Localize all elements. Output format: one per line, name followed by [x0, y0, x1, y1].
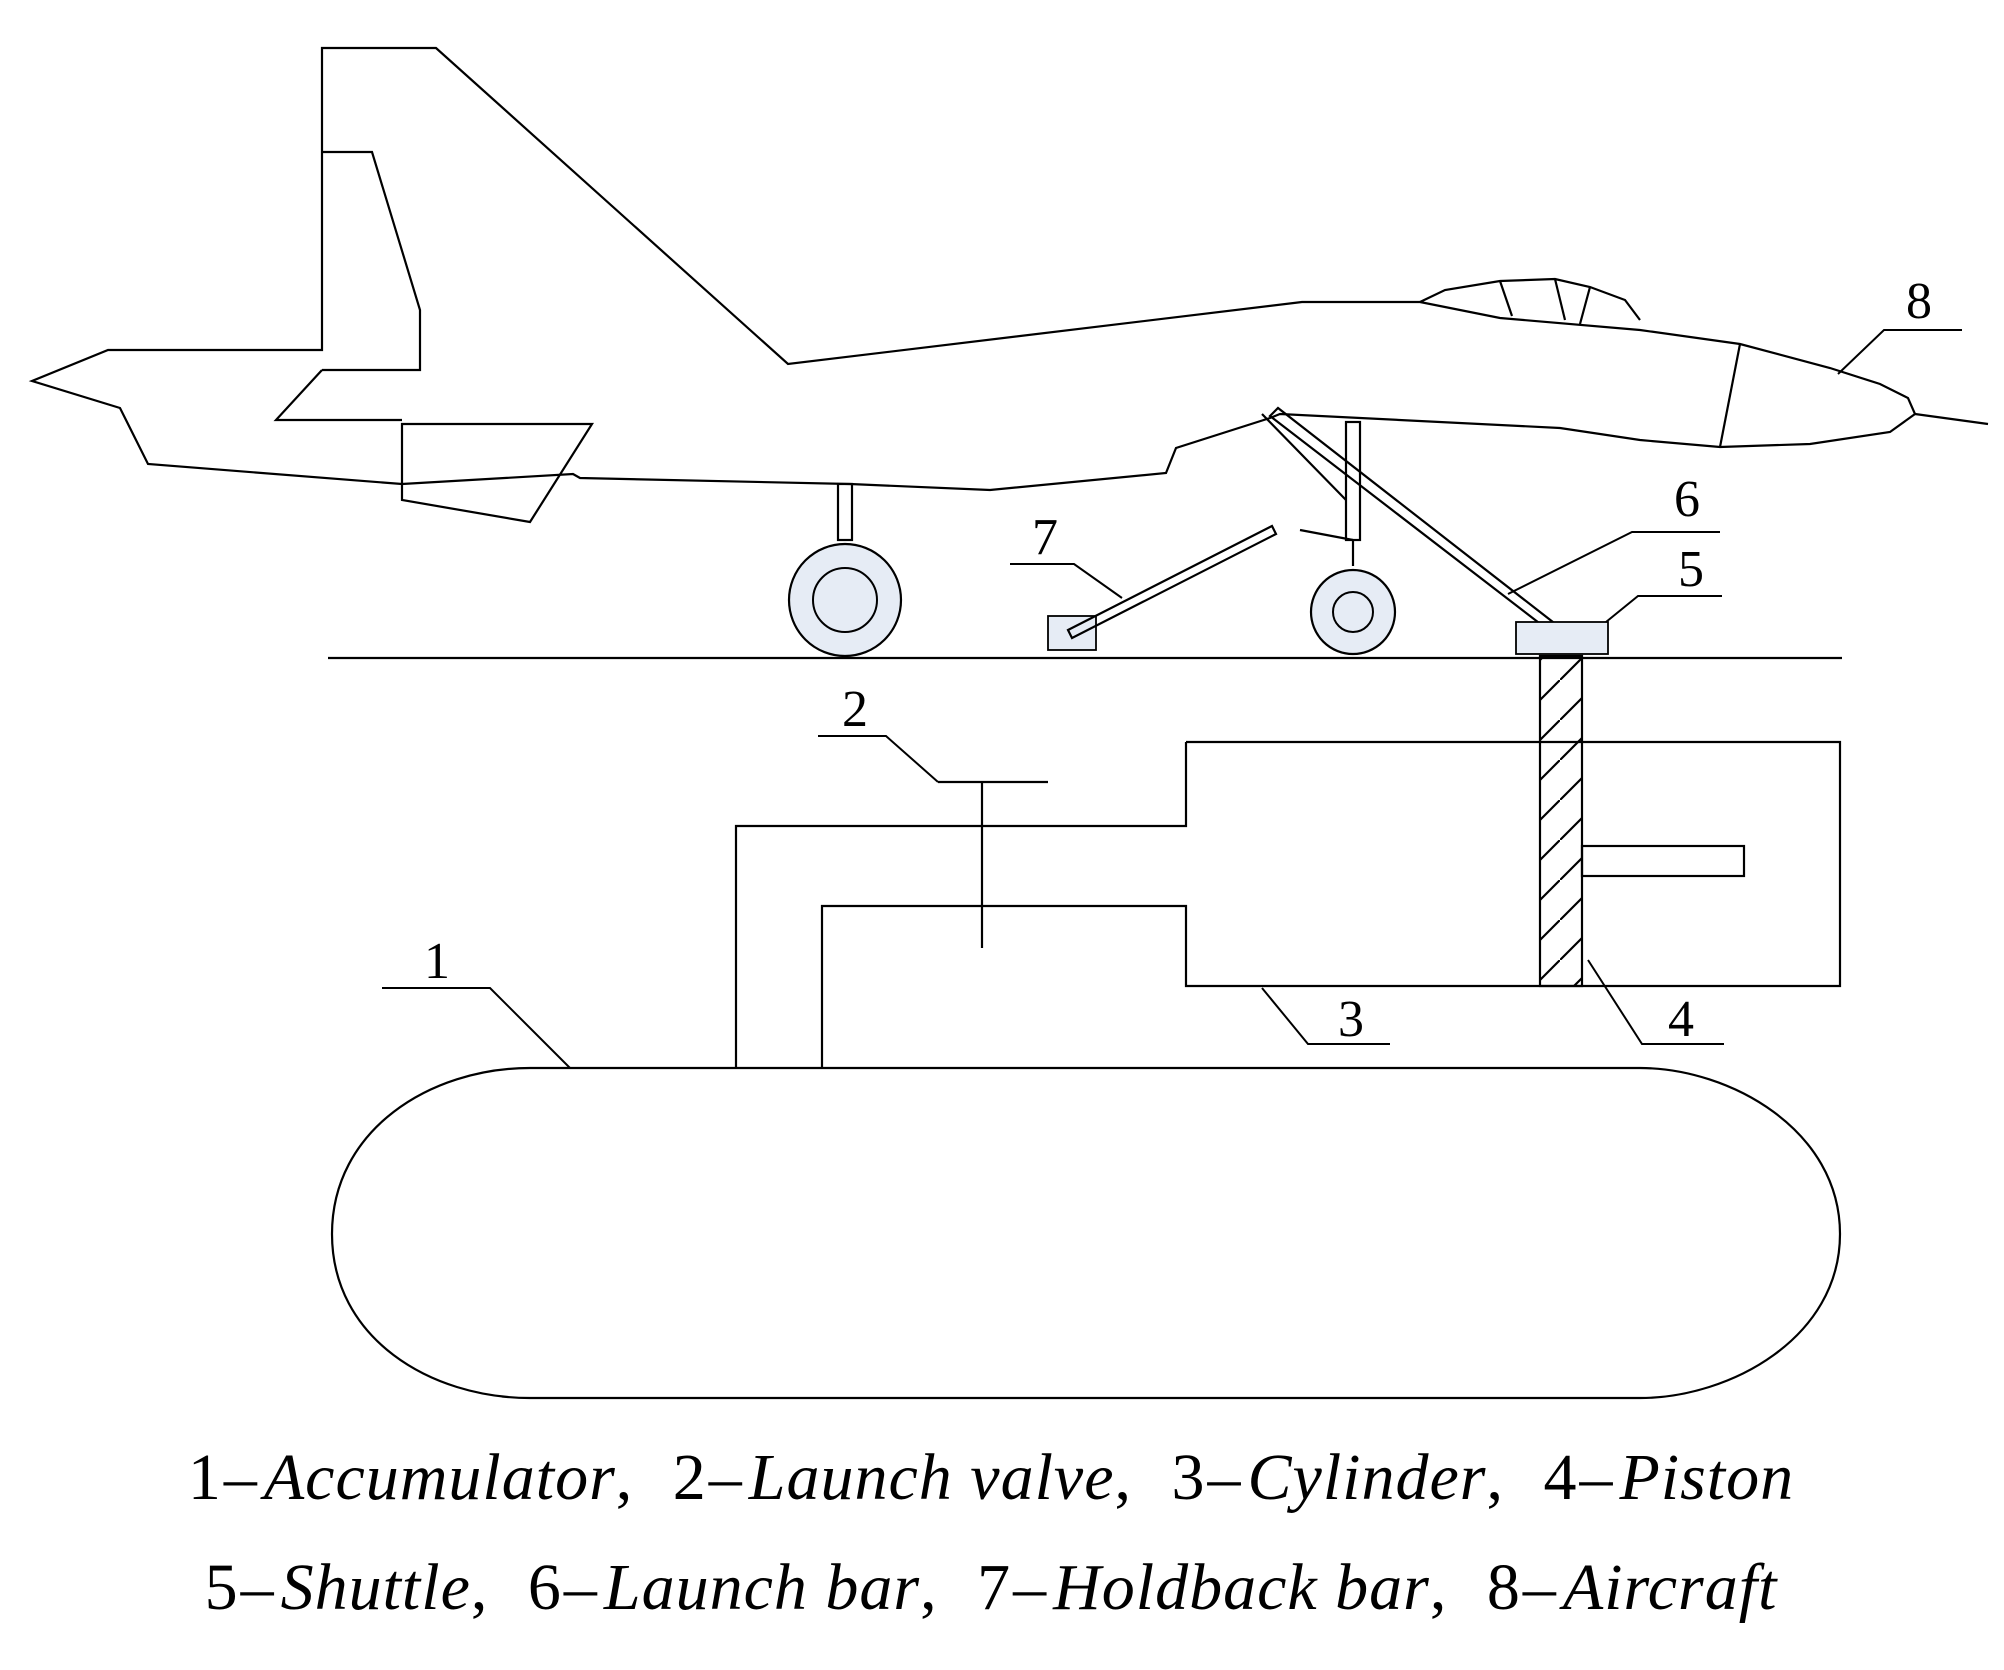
callout-7: 7: [1010, 509, 1123, 599]
legend-line-1: 1–Accumulator, 2–Launch valve, 3–Cylinde…: [0, 1440, 2004, 1516]
main-wheel: [787, 542, 903, 658]
nose-wheel: [1309, 568, 1397, 656]
shuttle: [1515, 621, 1609, 655]
legend-item-8: 8–Aircraft: [1486, 1551, 1778, 1624]
callout-1-label: 1: [424, 933, 450, 990]
callout-6: 6: [1507, 471, 1720, 595]
callout-4-label: 4: [1668, 991, 1694, 1048]
piston: [1538, 654, 1746, 988]
callout-2: 2: [818, 681, 939, 783]
callout-5-label: 5: [1678, 541, 1704, 598]
callout-6-label: 6: [1674, 471, 1700, 528]
callout-8: 8: [1837, 273, 1962, 375]
launch-valve: [938, 780, 1048, 948]
callout-2-label: 2: [842, 681, 868, 738]
cylinder: [734, 740, 1842, 1068]
legend-item-3: 3–Cylinder,: [1171, 1441, 1504, 1514]
callout-5: 5: [1605, 541, 1722, 623]
legend-item-4: 4–Piston: [1543, 1441, 1795, 1514]
callout-3-label: 3: [1338, 991, 1364, 1048]
callout-3: 3: [1261, 987, 1390, 1048]
aircraft: [28, 46, 1989, 566]
legend-item-2: 2–Launch valve,: [672, 1441, 1132, 1514]
callout-4: 4: [1587, 959, 1724, 1048]
accumulator: [330, 1066, 1842, 1400]
legend-item-1: 1–Accumulator,: [187, 1441, 634, 1514]
legend-item-5: 5–Shuttle,: [204, 1551, 489, 1624]
legend-line-2: 5–Shuttle, 6–Launch bar, 7–Holdback bar,…: [0, 1550, 2004, 1626]
callout-8-label: 8: [1906, 273, 1932, 330]
callout-1: 1: [382, 933, 571, 1069]
legend-item-6: 6–Launch bar,: [527, 1551, 938, 1624]
callout-7-label: 7: [1032, 509, 1058, 566]
holdback-bar: [1047, 524, 1278, 651]
legend-item-7: 7–Holdback bar,: [977, 1551, 1448, 1624]
